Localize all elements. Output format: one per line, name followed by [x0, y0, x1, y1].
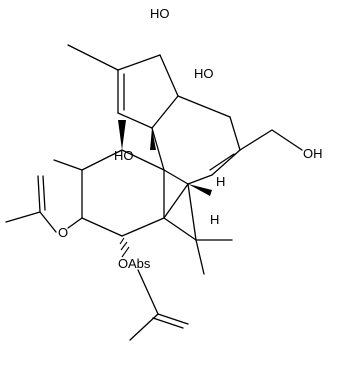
bond	[53, 159, 83, 171]
bond	[271, 129, 303, 151]
bond	[37, 175, 41, 213]
bond	[117, 112, 153, 129]
bond	[151, 127, 165, 171]
hash-bond	[121, 246, 130, 258]
bond	[187, 183, 197, 241]
double-bond-inner	[209, 153, 235, 171]
stereo-h-label: H	[216, 174, 225, 189]
stereo-h-label-lower: H	[210, 212, 219, 227]
bond	[39, 211, 57, 233]
hydroxymethyl-oh-label: OH	[303, 146, 323, 161]
hydroxyl-junction-label: HO	[194, 66, 214, 81]
wedge-bond	[150, 128, 156, 150]
hydroxyl-top-label: HO	[150, 6, 170, 21]
bond	[137, 269, 159, 315]
ring-oxygen-label: O	[118, 256, 128, 271]
acetoxy-oxygen-label: O	[58, 225, 68, 240]
bond	[163, 183, 189, 219]
bond	[67, 44, 119, 71]
hash-bond	[119, 237, 125, 245]
bond	[239, 129, 273, 151]
hydroxyl-mid-label: HO	[114, 148, 134, 163]
bond	[121, 149, 165, 171]
overlap-label: Abs	[128, 256, 151, 271]
bond	[159, 54, 179, 97]
bond	[157, 313, 189, 325]
bond	[163, 217, 197, 241]
bond	[151, 95, 179, 129]
bond	[163, 169, 189, 185]
wedge-bond	[188, 184, 212, 196]
double-bond-inner	[152, 317, 184, 329]
stereo-bonds	[118, 120, 212, 258]
bond	[67, 217, 83, 229]
bond	[121, 217, 165, 237]
bond-layer	[5, 44, 303, 341]
bond	[81, 149, 123, 171]
bond	[5, 211, 41, 223]
bond	[229, 116, 241, 151]
bond	[81, 217, 123, 237]
bond	[117, 54, 161, 71]
double-bond-inner	[42, 175, 46, 211]
bond	[177, 95, 231, 118]
wedge-bond	[118, 120, 126, 150]
atom-labels: HO HO OH HO O O Abs H H	[58, 6, 323, 271]
hash-bond	[120, 241, 128, 251]
bond	[195, 239, 205, 275]
bond	[187, 174, 213, 185]
bond	[211, 149, 241, 176]
